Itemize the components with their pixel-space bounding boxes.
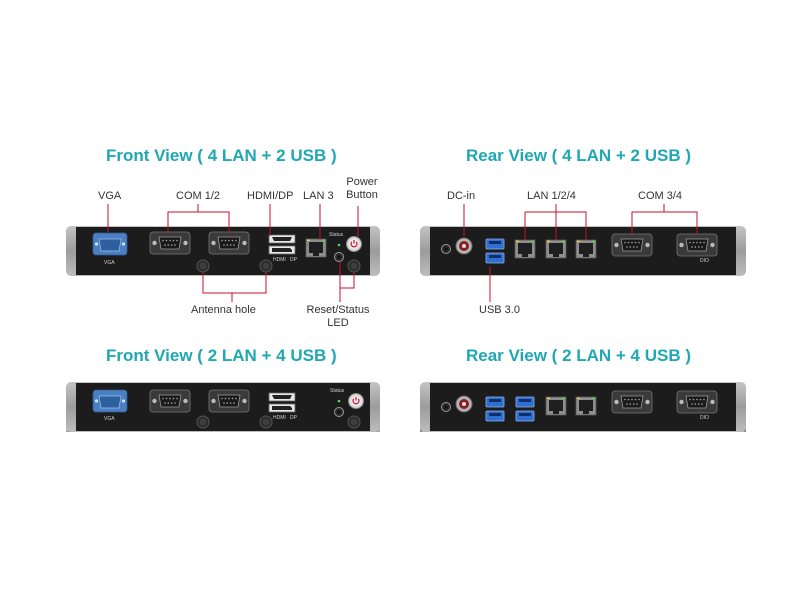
front-view-4lan-device: VGA HDMI DP Status bbox=[66, 226, 380, 276]
title-front-4lan: Front View ( 4 LAN + 2 USB ) bbox=[106, 146, 337, 165]
dc-in-jack bbox=[455, 237, 473, 255]
callout-dc-in: DC-in bbox=[447, 190, 476, 202]
com1-port-b bbox=[149, 389, 191, 413]
antenna-hole-1 bbox=[196, 259, 210, 273]
callout-hdmi-dp: HDMI/DP bbox=[247, 190, 294, 202]
com2-port bbox=[208, 231, 250, 255]
front-view-2lan-device: VGA HDMI DP Status bbox=[66, 382, 380, 432]
ground-jack-b bbox=[441, 402, 451, 412]
com4-port bbox=[676, 233, 718, 257]
rear-view-4lan-device: DIO bbox=[420, 226, 746, 276]
lan2-port bbox=[545, 239, 567, 259]
antenna-hole-b2 bbox=[259, 415, 273, 429]
callout-reset-line1: Reset/Status bbox=[306, 304, 370, 316]
callout-reset-status-led: Reset/Status LED bbox=[300, 304, 376, 330]
callout-lan3: LAN 3 bbox=[303, 190, 334, 202]
power-button bbox=[345, 235, 363, 253]
panel-label-status: Status bbox=[329, 232, 344, 238]
antenna-hole-2 bbox=[259, 259, 273, 273]
usb30-port-b1 bbox=[485, 396, 505, 408]
rear-view-2lan-device: DIO bbox=[420, 382, 746, 432]
title-front-2lan: Front View ( 2 LAN + 4 USB ) bbox=[106, 346, 337, 365]
callout-usb30: USB 3.0 bbox=[479, 304, 520, 316]
status-led-b bbox=[337, 399, 341, 403]
panel-label-dp-b: DP bbox=[290, 415, 298, 421]
com3-port bbox=[611, 233, 653, 257]
panel-label-com-dio-b: DIO bbox=[700, 415, 709, 421]
usb30-port-2 bbox=[485, 252, 505, 264]
lan1-port-b bbox=[545, 396, 567, 416]
panel-label-vga: VGA bbox=[104, 260, 115, 266]
usb30-port-b2 bbox=[485, 410, 505, 422]
ground-jack bbox=[441, 244, 451, 254]
callout-power-button: Power Button bbox=[340, 176, 384, 202]
antenna-hole-3 bbox=[347, 259, 361, 273]
title-rear-4lan: Rear View ( 4 LAN + 2 USB ) bbox=[466, 146, 692, 165]
vga-port bbox=[92, 232, 128, 256]
com1-port bbox=[149, 231, 191, 255]
status-led bbox=[337, 243, 341, 247]
dc-in-jack-b bbox=[455, 395, 473, 413]
callout-com12: COM 1/2 bbox=[176, 190, 221, 202]
panel-label-status-b: Status bbox=[330, 388, 345, 394]
usb30-port-1 bbox=[485, 238, 505, 250]
lan2-port-b bbox=[575, 396, 597, 416]
reset-button-b bbox=[334, 407, 344, 417]
com3-port-b bbox=[611, 390, 653, 414]
usb30-port-b4 bbox=[515, 410, 535, 422]
antenna-hole-b1 bbox=[196, 415, 210, 429]
title-rear-2lan: Rear View ( 2 LAN + 4 USB ) bbox=[466, 346, 692, 365]
callout-power-line2: Button bbox=[346, 189, 378, 201]
antenna-hole-b3 bbox=[347, 415, 361, 429]
callout-reset-line2: LED bbox=[327, 317, 349, 329]
panel-label-hdmi-b: HDMI bbox=[273, 415, 286, 421]
callout-vga: VGA bbox=[98, 190, 122, 202]
com2-port-b bbox=[208, 389, 250, 413]
front-callout-lines bbox=[107, 204, 359, 302]
lan4-port bbox=[575, 239, 597, 259]
vga-port-b bbox=[92, 389, 128, 413]
panel-label-hdmi: HDMI bbox=[273, 257, 286, 263]
com4-port-b bbox=[676, 390, 718, 414]
callout-power-line1: Power bbox=[346, 176, 378, 188]
panel-label-com-dio: DIO bbox=[700, 258, 709, 264]
rear-callout-lines bbox=[463, 204, 698, 302]
power-button-b bbox=[347, 392, 365, 410]
reset-button bbox=[334, 252, 344, 262]
usb30-port-b3 bbox=[515, 396, 535, 408]
lan1-port bbox=[514, 239, 536, 259]
callout-lan124: LAN 1/2/4 bbox=[527, 190, 576, 202]
panel-label-vga-b: VGA bbox=[104, 416, 115, 422]
callout-antenna-hole: Antenna hole bbox=[191, 304, 256, 316]
panel-label-dp: DP bbox=[290, 257, 298, 263]
callout-com34: COM 3/4 bbox=[638, 190, 683, 202]
lan3-port bbox=[305, 238, 327, 258]
